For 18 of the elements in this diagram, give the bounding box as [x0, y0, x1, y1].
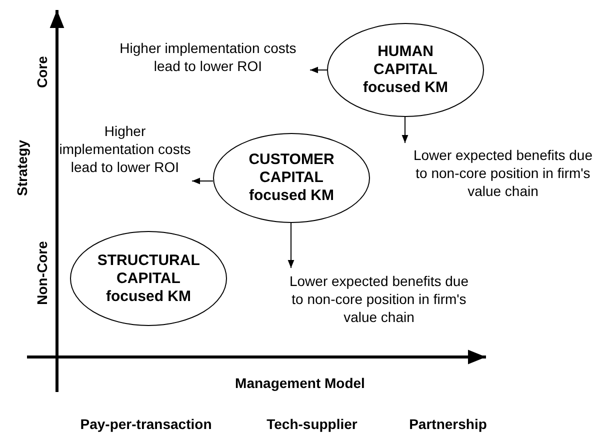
axis-label: Non-Core [34, 241, 50, 305]
annotation-text: Lower expected benefits due to non-core position in firm's value chain [406, 143, 600, 203]
axis-label: Strategy [14, 140, 30, 196]
axis-label: Core [34, 56, 50, 88]
category-label: Pay-per-transaction [80, 416, 212, 432]
arrow [310, 66, 328, 74]
category-label: Partnership [409, 416, 487, 432]
arrow [288, 222, 294, 268]
annotation-text: Higher implementation costs lead to lower ROI [58, 108, 192, 190]
arrow [402, 116, 408, 144]
axis-title: Management Model [235, 375, 365, 391]
node-text: STRUCTURAL CAPITAL focused KM [96, 252, 201, 306]
category-label: Tech-supplier [266, 416, 358, 432]
node-text: HUMAN CAPITAL focused KM [362, 43, 449, 97]
arrow [192, 178, 214, 184]
annotation-text: Lower expected benefits due to non-core position in firm's value chain [286, 268, 472, 330]
node-text: CUSTOMER CAPITAL focused KM [248, 151, 336, 205]
annotation-text: Higher implementation costs lead to lower ROI [106, 36, 310, 78]
